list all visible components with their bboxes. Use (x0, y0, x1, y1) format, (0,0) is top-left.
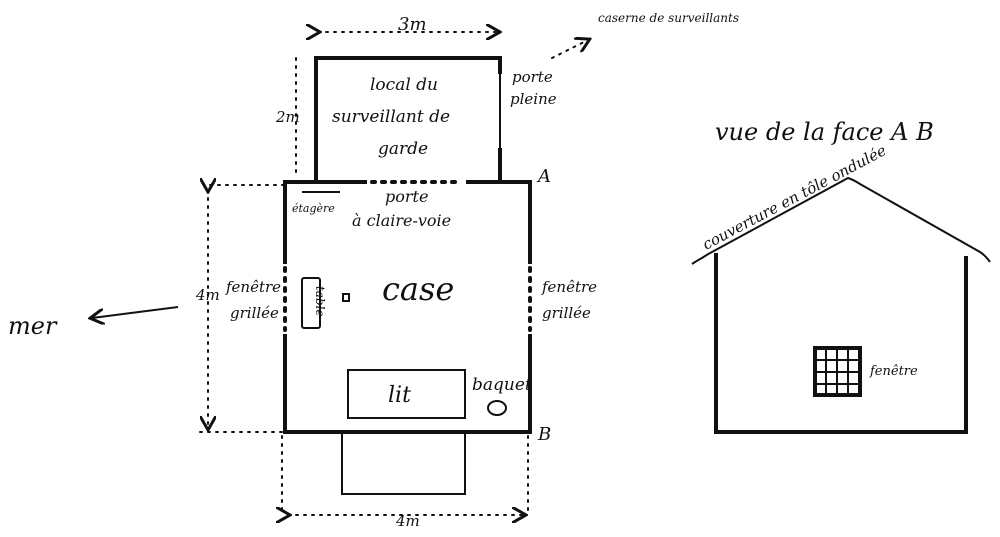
table: table (301, 277, 327, 329)
dimension-side: 4m (195, 185, 286, 433)
sketch-text: pleine (510, 90, 557, 108)
sketch-rect (301, 277, 321, 329)
dimension-guard-room-depth: 2m (275, 57, 300, 179)
guard-room: local du surveillant de garde porte plei… (314, 56, 557, 184)
sketch-text: porte (385, 187, 428, 206)
sketch-text: mer (8, 312, 58, 340)
bucket: baquet (472, 375, 532, 416)
sketch-text: lit (388, 383, 411, 408)
sketch-polyline (314, 56, 502, 184)
rear-annex (341, 431, 466, 495)
stool (342, 293, 350, 302)
sketch-text: local du (370, 75, 438, 95)
sketch-text: grillée (542, 304, 591, 322)
barracks-pointer: caserne de surveillants (551, 11, 739, 59)
sketch-line (551, 40, 588, 59)
cell-label: case (382, 270, 454, 308)
sketch-path (815, 348, 860, 395)
sketch-text: 4m (195, 286, 220, 304)
sketch-text: grillée (230, 304, 279, 322)
roof-label: couverture en tôle ondulée (699, 141, 889, 253)
sketch-text: fenêtre (225, 278, 281, 296)
sketch-text: caserne de surveillants (598, 11, 739, 25)
sketch-text: table (313, 286, 327, 317)
sketch-ellipse (487, 400, 507, 416)
sketch-text: à claire-voie (352, 211, 451, 230)
sketch-text: garde (378, 139, 428, 159)
sketch-text: surveillant de (332, 107, 450, 127)
sketch-text: fenêtre (869, 364, 918, 379)
sketch-text: 2m (275, 108, 300, 126)
lattice-door-label: porte à claire-voie (352, 187, 451, 230)
window-right-label: fenêtre grillée (541, 278, 597, 322)
corner-a-label: A (536, 166, 551, 187)
sketch-line (92, 306, 179, 318)
sketch-path (691, 176, 991, 265)
corner-b-label: B (537, 424, 551, 445)
sketch-text: 4m (395, 512, 420, 530)
window-left-label: fenêtre grillée (225, 278, 281, 322)
sketch-text: 3m (398, 14, 427, 35)
elevation-window (813, 346, 862, 397)
sea-direction: mer (8, 306, 179, 340)
sketch-rect (347, 369, 466, 419)
sketch-text: porte (512, 68, 553, 86)
dimension-top: 3m (318, 14, 498, 35)
elevation-title: vue de la face A B (715, 118, 934, 146)
sketch-text: baquet (472, 375, 532, 395)
sketch-text: fenêtre (541, 278, 597, 296)
shelf: étagère (292, 191, 340, 215)
sketch-text: étagère (292, 202, 335, 215)
elevation-view: vue de la face A B couverture en tôle on… (691, 118, 991, 434)
bed: lit (347, 369, 466, 419)
dimension-bottom: 4m (282, 435, 529, 530)
